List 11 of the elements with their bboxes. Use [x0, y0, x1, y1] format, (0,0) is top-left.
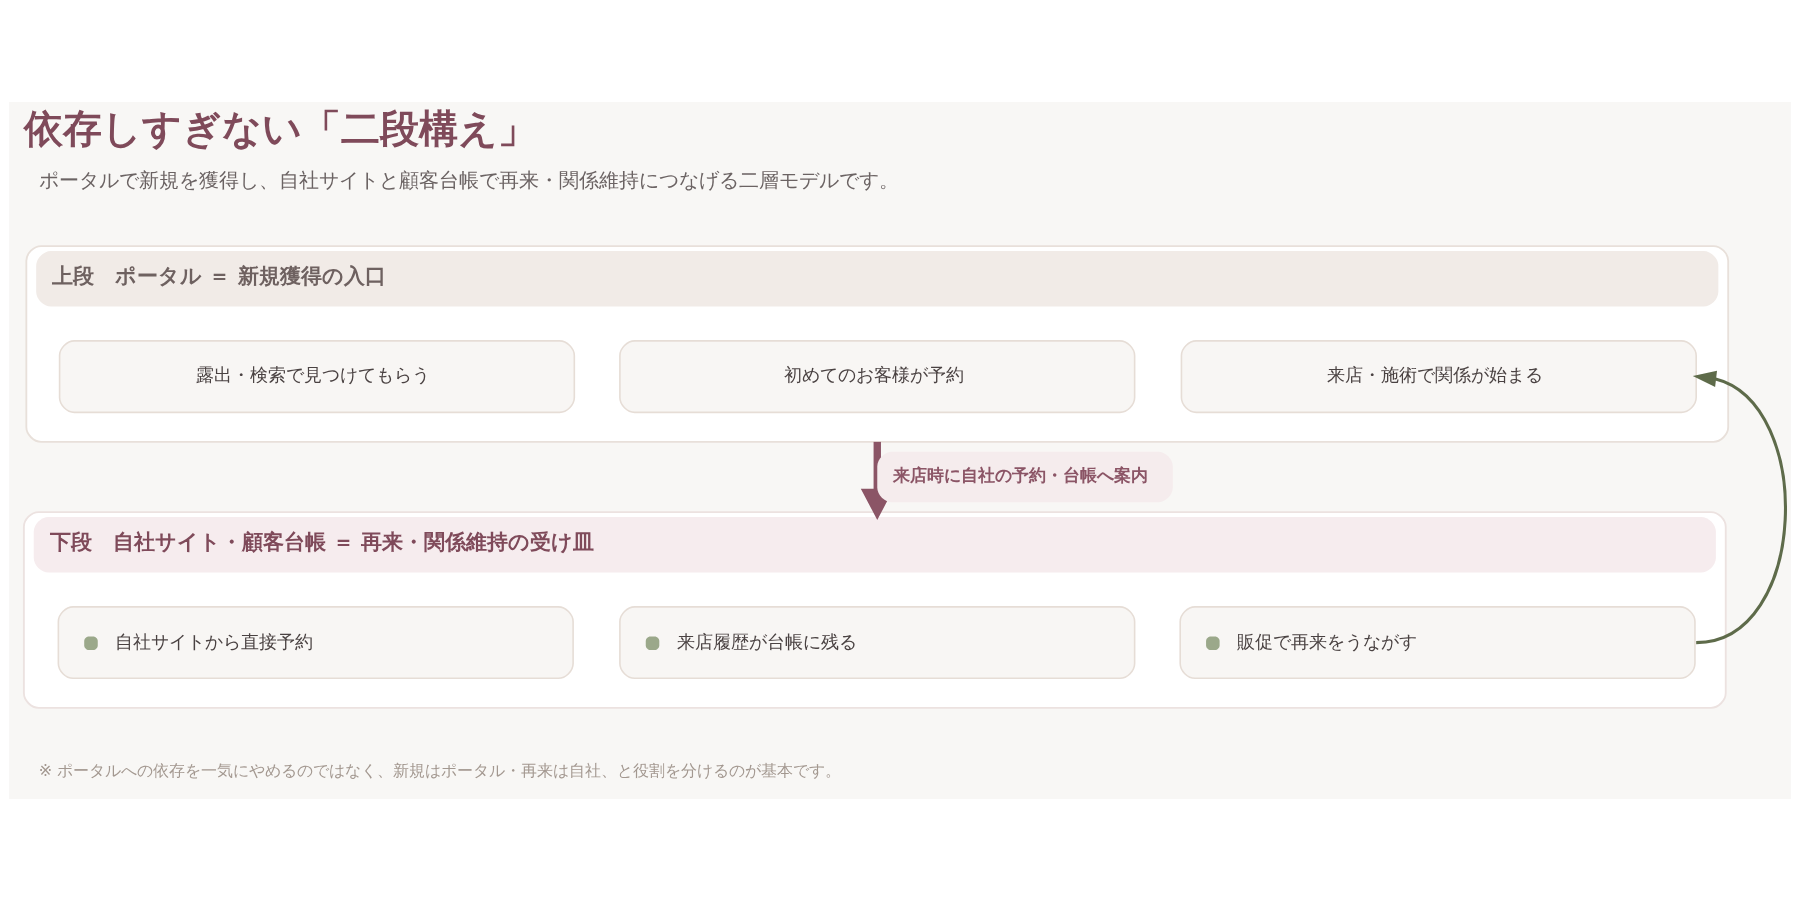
label: ※ ポータルへの依存を一気にやめるのではなく、新規はポータル・再来は自社、と役割を分けるのが基本です。 [38, 760, 842, 780]
node-box: 来店履歴が台帳に残る [619, 605, 1136, 679]
edge-label: 来店時に自社の予約・台帳へ案内 [893, 464, 1149, 485]
label: ポータルで新規を獲得し、自社サイトと顧客台帳で再来・関係維持につなげる二層モデルです。 [38, 168, 899, 192]
arrow [1692, 370, 1787, 644]
diagram-title: 依存しすぎない「二段構え」 [23, 104, 537, 151]
node-box: 初めてのお客様が予約 [619, 339, 1136, 413]
node-box: 露出・検索で見つけてもらう [58, 339, 576, 413]
node-box: 来店・施術で関係が始まる [1180, 339, 1697, 413]
node-box: 自社サイトから直接予約 [57, 605, 574, 679]
node-box: 販促で再来をうながす [1179, 605, 1696, 679]
